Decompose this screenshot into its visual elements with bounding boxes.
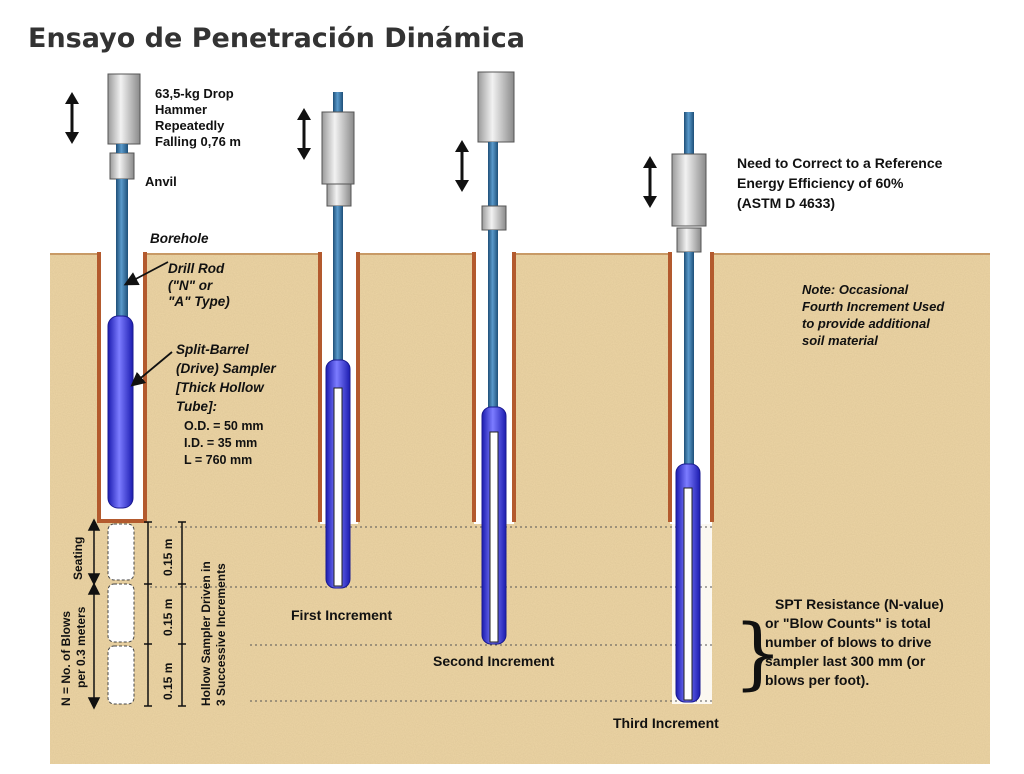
brace-icon: } [733,609,783,699]
svg-text:Falling 0,76 m: Falling 0,76 m [155,134,241,149]
note-label: Note: Occasional Fourth Increment Used t… [802,282,945,348]
svg-text:Repeatedly: Repeatedly [155,118,225,133]
sampler-label: Split-Barrel (Drive) Sampler [Thick Holl… [175,342,277,414]
hammer-1 [107,73,141,145]
pointer-arrows [123,261,173,387]
rig-1 [107,73,141,509]
anvil-2 [326,183,352,207]
spt-label: SPT Resistance (N-value) or "Blow Counts… [765,596,944,688]
dimension-arrows [87,518,101,710]
drill-rod-2 [333,206,343,364]
svg-text:("N" or: ("N" or [168,278,213,293]
svg-text:[Thick Hollow: [Thick Hollow [175,380,265,395]
double-arrow-icon [65,92,657,208]
anvil-4 [676,227,702,253]
correction-label: Need to Correct to a Reference Energy Ef… [737,155,943,211]
svg-text:Hammer: Hammer [155,102,207,117]
depth-label-1: 0.15 m [161,539,175,576]
rig-3 [477,71,515,645]
seating-label: Seating [71,537,85,580]
depth-label-2: 0.15 m [161,599,175,636]
svg-text:or "Blow Counts" is total: or "Blow Counts" is total [765,615,931,631]
drill-rod-4 [684,252,694,468]
svg-text:Fourth Increment Used: Fourth Increment Used [802,299,945,314]
svg-text:soil material: soil material [802,333,878,348]
depth-label-3: 0.15 m [161,663,175,700]
svg-text:SPT Resistance (N-value): SPT Resistance (N-value) [775,596,944,612]
increment-segments [107,523,135,705]
sampler-dimensions: O.D. = 50 mm I.D. = 35 mm L = 760 mm [184,419,264,467]
drill-rod-1 [116,179,128,319]
sampler-1 [107,315,134,509]
svg-text:"A" Type): "A" Type) [168,294,230,309]
hollow-sampler-line-2: 3 Successive Increments [214,563,228,706]
drill-rod-label: Drill Rod ("N" or "A" Type) [168,261,230,309]
hollow-sampler-line-1: Hollow Sampler Driven in [199,561,213,706]
page-title: Ensayo de Penetración Dinámica [28,23,525,54]
rig-2 [321,92,355,589]
svg-text:sampler last 300 mm (or: sampler last 300 mm (or [765,653,926,669]
svg-text:Split-Barrel: Split-Barrel [176,342,249,357]
hammer-4 [671,153,707,227]
borehole-label: Borehole [150,231,209,246]
svg-text:Drill Rod: Drill Rod [168,261,225,276]
svg-text:(Drive) Sampler: (Drive) Sampler [176,361,277,376]
hammer-2 [321,111,355,185]
hammer-3 [477,71,515,143]
svg-text:I.D. = 35 mm: I.D. = 35 mm [184,436,257,450]
svg-text:O.D. = 50 mm: O.D. = 50 mm [184,419,264,433]
third-increment-label: Third Increment [613,715,719,731]
svg-text:Note: Occasional: Note: Occasional [802,282,909,297]
svg-text:Tube]:: Tube]: [176,399,217,414]
n-definition-line-2: per 0.3 meters [74,606,88,688]
increment-ticks [144,521,186,707]
svg-text:(ASTM D 4633): (ASTM D 4633) [737,195,835,211]
svg-text:blows per foot).: blows per foot). [765,672,869,688]
drill-rod-3 [488,230,498,412]
svg-text:L = 760 mm: L = 760 mm [184,453,252,467]
second-increment-label: Second Increment [433,653,555,669]
svg-text:Energy Efficiency of 60%: Energy Efficiency of 60% [737,175,904,191]
n-definition-line-1: N = No. of Blows [59,611,73,706]
svg-text:number of blows to drive: number of blows to drive [765,634,932,650]
rig-4 [671,112,707,703]
soil-ground [50,253,990,764]
hammer-label: 63,5-kg Drop Hammer Repeatedly Falling 0… [155,86,241,149]
svg-text:Need to Correct to a Reference: Need to Correct to a Reference [737,155,943,171]
svg-text:63,5-kg Drop: 63,5-kg Drop [155,86,234,101]
anvil-1 [109,152,135,180]
anvil-label: Anvil [145,174,177,189]
increment-lines [150,526,712,702]
first-increment-label: First Increment [291,607,392,623]
anvil-3 [481,205,507,231]
svg-text:to provide additional: to provide additional [802,316,930,331]
